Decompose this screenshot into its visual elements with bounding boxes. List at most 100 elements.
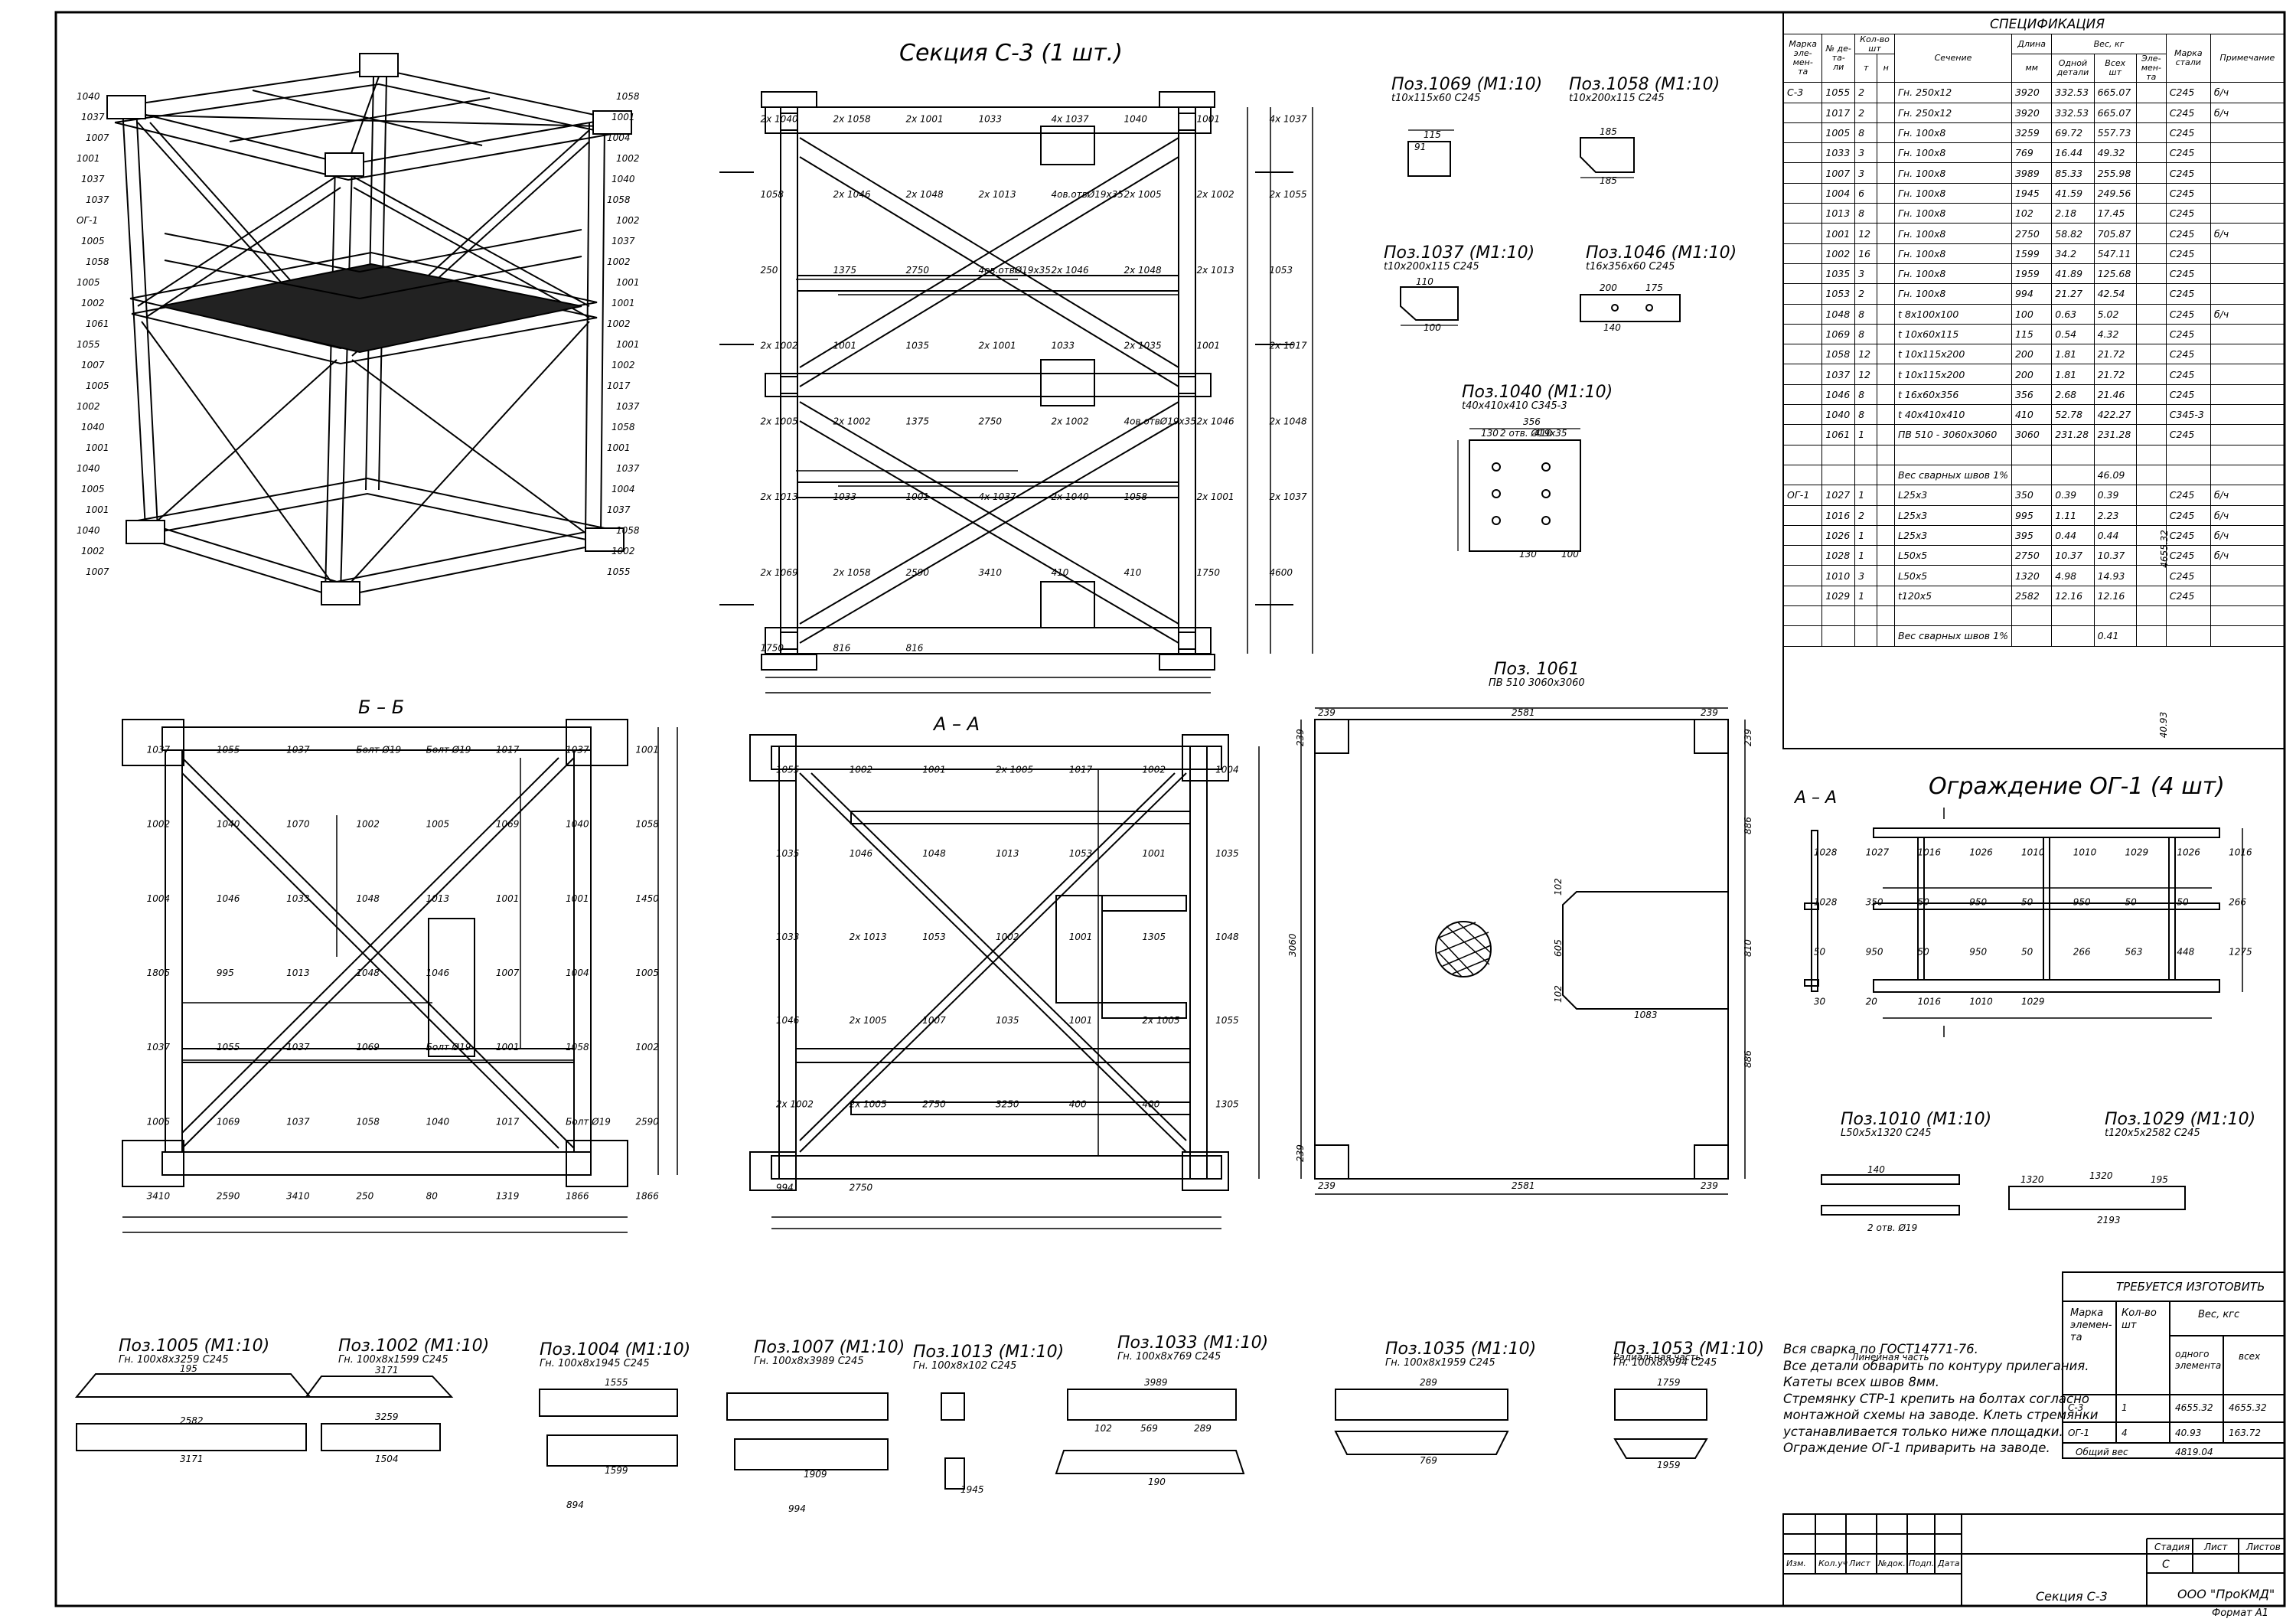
spec-cell (1877, 504, 1895, 526)
spec-cell: 10.37 (2093, 545, 2137, 566)
spec-cell: ПВ 510 - 3060x3060 (1894, 424, 2012, 445)
spec-cell (2210, 263, 2285, 285)
spec-element-weight-og1: 40.93 (2158, 711, 2170, 739)
part-details-top (1400, 129, 1681, 552)
spec-cell: 100 (2011, 303, 2053, 325)
section-dim-label: 4600 (1270, 567, 1293, 578)
spec-element-weight-c3: 4655.32 (2158, 530, 2170, 568)
part-dim-label: 2193 (2097, 1215, 2121, 1225)
sheet-format: Формат А1 (2212, 1607, 2269, 1619)
iso-part-label: 1037 (616, 463, 640, 474)
spec-cell: 0.39 (2093, 485, 2137, 506)
spec-cell: 350 (2011, 485, 2053, 506)
bb-dim-label: 1002 (635, 1042, 659, 1053)
spec-cell: 255.98 (2093, 162, 2137, 184)
spec-cell: 3 (1854, 263, 1878, 285)
plate-dim-label: 2581 (1512, 1180, 1535, 1191)
spec-cell (1877, 263, 1895, 285)
part-dim-label: 769 (1420, 1455, 1437, 1466)
iso-part-label: 1002 (612, 360, 635, 370)
bb-dim-label: 1001 (566, 893, 589, 904)
iso-part-label: 1007 (86, 566, 109, 577)
section-title: Секция С-3 (1 шт.) (899, 40, 1123, 67)
section-dim-label: 2x 1005 (1124, 189, 1162, 200)
bb-dim-label: 1069 (217, 1116, 240, 1127)
section-dim-label: 4x 1037 (1270, 113, 1307, 124)
spec-cell (1821, 464, 1856, 486)
section-dim-label: 1750 (761, 643, 784, 654)
spec-cell: б/ч (2210, 524, 2285, 547)
iso-part-label: 1037 (81, 112, 105, 122)
pos-1061-title: Поз. 1061 ПВ 510 3060x3060 (1489, 660, 1585, 689)
spec-cell (1782, 625, 1823, 647)
spec-row: Вес сварных швов 1%0.41 (1782, 625, 2285, 647)
spec-cell: 85.33 (2051, 162, 2095, 184)
iso-part-label: 1007 (81, 360, 105, 370)
spec-cell: 8 (1854, 323, 1878, 345)
bb-dim-label: 1048 (356, 968, 380, 978)
part-dim-label: 1759 (1657, 1377, 1681, 1388)
spec-cell: 2 (1854, 102, 1878, 123)
section-dim-label: 1750 (1197, 567, 1221, 578)
bb-dim-label: 1017 (496, 1116, 520, 1127)
iso-part-label: 1002 (81, 298, 105, 308)
spec-cell: 115 (2011, 323, 2053, 345)
spec-cell (1782, 565, 1823, 586)
pos-1007-title: Поз.1007 (М1:10) Гн. 100x8x3989 С245 (754, 1338, 905, 1367)
spec-cell: 5.02 (2093, 303, 2137, 325)
spec-cell: С245 (2165, 524, 2211, 547)
section-dim-label: 2x 1048 (906, 189, 944, 200)
spec-cell: б/ч (2210, 82, 2285, 103)
spec-cell: С245 (2165, 203, 2211, 224)
spec-cell: 2.23 (2093, 504, 2137, 526)
fence-dim-label: 950 (1969, 897, 1987, 908)
part-dim-label: 140 (1603, 322, 1621, 333)
spec-cell (1782, 424, 1823, 445)
spec-cell: L25x3 (1894, 504, 2012, 526)
spec-cell: 410 (2011, 404, 2053, 426)
part-dim-label: 195 (180, 1363, 197, 1374)
spec-cell: 3060 (2011, 424, 2053, 445)
spec-cell: б/ч (2210, 223, 2285, 244)
part-dim-label: 356 (1523, 416, 1541, 427)
spec-cell (1782, 383, 1823, 406)
spec-cell (2210, 283, 2285, 305)
spec-cell: 1 (1854, 424, 1878, 445)
bb-dim-label: 1013 (426, 893, 450, 904)
spec-cell (2135, 142, 2167, 164)
aa-dim-label: 1002 (1142, 765, 1166, 775)
spec-cell (2051, 464, 2095, 486)
bb-dim-label: Болт Ø19 (426, 1042, 471, 1053)
section-dim-label: 4x 1037 (979, 491, 1016, 502)
spec-cell: 12 (1854, 344, 1878, 365)
pos-1013-title: Поз.1013 (М1:10) Гн. 100x8x102 С245 (913, 1343, 1065, 1372)
spec-cell (1877, 444, 1895, 465)
spec-cell: 8 (1854, 303, 1878, 325)
spec-cell (1782, 545, 1823, 566)
aa-dim-label: 1305 (1215, 1098, 1239, 1109)
iso-part-label: 1037 (616, 401, 640, 412)
spec-cell (2011, 625, 2053, 647)
spec-header-cell: Длина (2011, 33, 2053, 55)
spec-cell: 1029 (1821, 585, 1856, 607)
part-dim-label: 130 (1519, 549, 1537, 560)
plate-dim-label: 605 (1553, 939, 1564, 957)
part-dim-label: 140 (1867, 1164, 1885, 1175)
drawing-name: Секция С-3 (2036, 1589, 2108, 1604)
plate-dim-label: 239 (1318, 1180, 1336, 1191)
spec-cell: 8 (1854, 203, 1878, 224)
spec-header-cell: т (1854, 54, 1878, 83)
part-dim-label: 2582 (180, 1415, 204, 1426)
spec-cell (1782, 243, 1823, 264)
spec-cell: t 16x60x356 (1894, 383, 2012, 406)
spec-cell: 332.53 (2051, 102, 2095, 123)
part-dim-label: 894 (566, 1500, 584, 1510)
spec-cell (1877, 524, 1895, 547)
spec-header-cell: мм (2011, 54, 2053, 83)
pos-1035-title: Поз.1035 (М1:10) Гн. 100x8x1959 С245 (1385, 1340, 1537, 1369)
spec-cell: 1007 (1821, 162, 1856, 184)
bb-dim-label: 1058 (356, 1116, 380, 1127)
